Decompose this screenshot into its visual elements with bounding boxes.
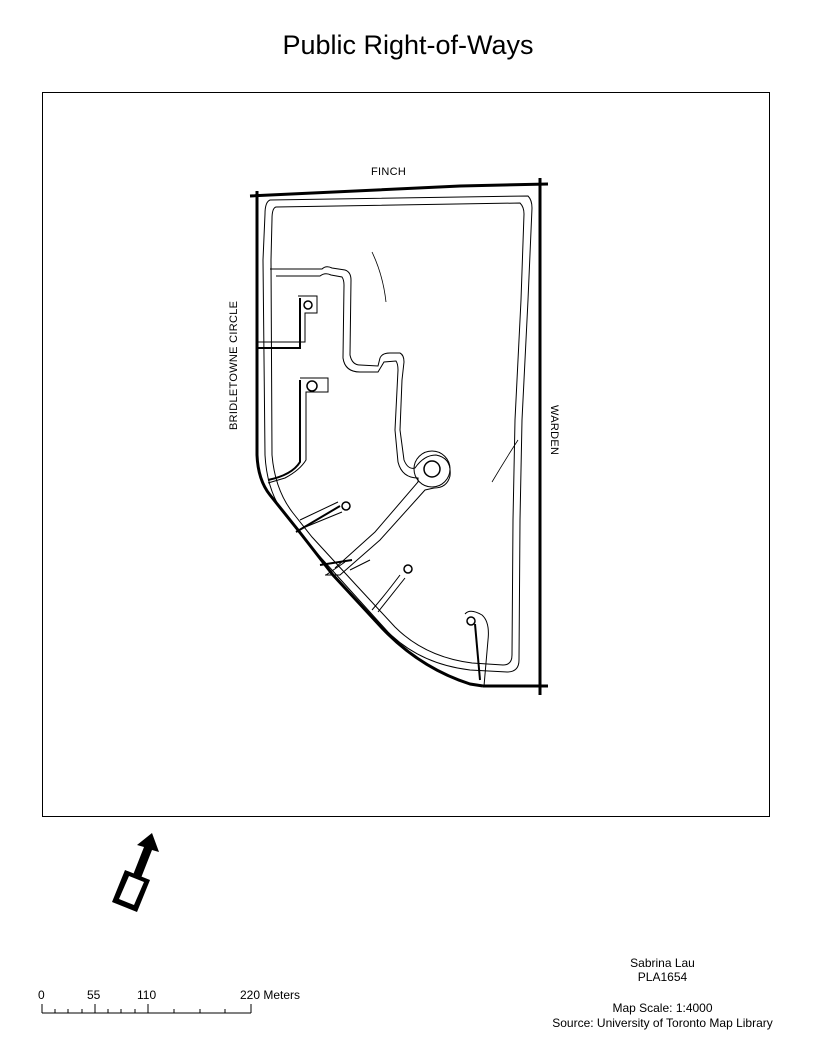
central-block-inner: [276, 273, 419, 569]
cul-de-sac-south: [466, 616, 476, 626]
street-label-finch: FINCH: [371, 166, 407, 178]
scale-tick-220: 220 Meters: [240, 988, 301, 1002]
trail-east: [491, 439, 519, 483]
cul-de-sac-upper: [303, 300, 313, 310]
scale-tick-55: 55: [87, 988, 101, 1002]
finch-boundary: [249, 182, 549, 198]
site-boundary: [249, 178, 549, 695]
internal-road: [262, 195, 533, 673]
cul-de-sac-east1: [341, 501, 351, 511]
cul-de-sac-mid: [306, 380, 318, 392]
north-arrow: [112, 833, 159, 912]
map-frame: [42, 92, 770, 817]
map-scale: Map Scale: 1:4000: [612, 1001, 713, 1015]
map-title: Public Right-of-Ways: [282, 30, 534, 60]
street-label-warden: WARDEN: [548, 405, 560, 456]
course-code: PLA1654: [637, 970, 688, 984]
cul-de-sac-east2: [403, 564, 413, 574]
road-inner-edge: [270, 202, 525, 666]
scale-tick-110: 110: [137, 988, 157, 1002]
author-name: Sabrina Lau: [630, 956, 695, 970]
cul-de-sacs: [258, 295, 489, 687]
west-boundary: [255, 196, 484, 688]
street-label-bridletowne: BRIDLETOWNE CIRCLE: [228, 300, 240, 430]
trails: [371, 251, 519, 483]
trail-north: [371, 251, 387, 303]
cul-de-sac-center: [423, 460, 441, 478]
road-outer-edge: [262, 195, 533, 673]
map-source: Source: University of Toronto Map Librar…: [552, 1016, 773, 1030]
scale-tick-0: 0: [38, 988, 45, 1002]
scale-bar: [41, 1004, 252, 1014]
